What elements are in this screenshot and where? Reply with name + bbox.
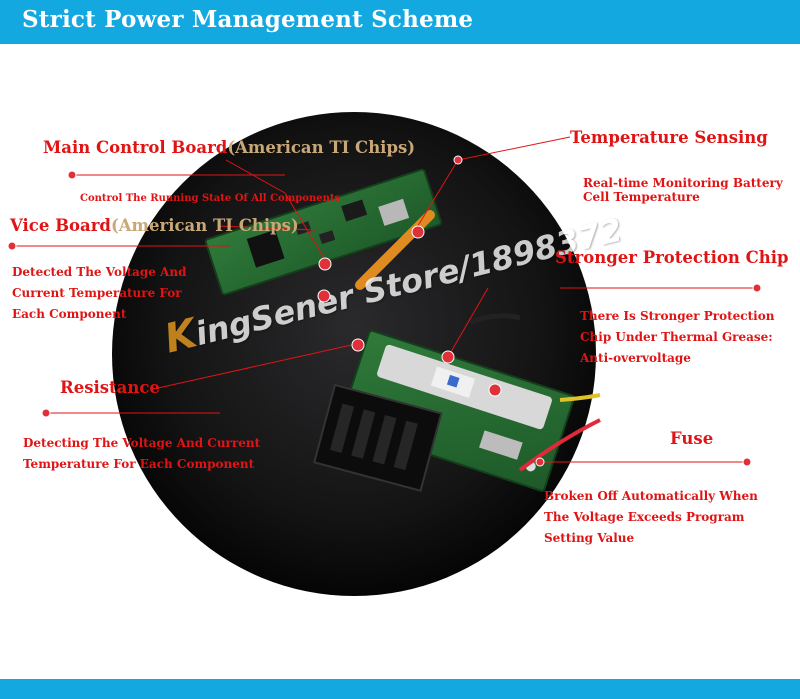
dot-resistance-left [41,408,51,418]
vice-board-title: Vice Board(American TI Chips) [10,216,299,235]
main-chip [246,229,285,268]
dot-main-board [318,257,332,271]
page-title: Strict Power Management Scheme [22,6,474,33]
dot-vice-board [317,289,331,303]
dot-temperature [453,155,463,165]
vice-board-desc: Detected The Voltage And Current Tempera… [12,265,187,321]
dot-protection-a [441,350,455,364]
fuse-title: Fuse [670,429,714,448]
red-wire [518,418,601,472]
protection-desc: There Is Stronger Protection Chip Under … [580,309,775,365]
footer-bar [0,679,800,699]
dot-vice-board-left [7,241,17,251]
vice-board [338,329,575,492]
connector [313,383,443,492]
fuse-desc: Broken Off Automatically When The Voltag… [544,489,758,545]
dot-resistance [351,338,365,352]
temperature-title: Temperature Sensing [570,128,768,147]
dot-protection-right [752,283,762,293]
dot-fuse [535,457,545,467]
dot-protection-b [488,383,502,397]
resistance-title: Resistance [60,378,160,397]
header-bar: Strict Power Management Scheme [0,0,800,44]
main-board-title: Main Control Board(American TI Chips) [43,138,416,157]
dot-main-board-right [411,225,425,239]
resistance-desc: Detecting The Voltage And Current Temper… [23,436,261,471]
dot-fuse-right [742,457,752,467]
protection-title: Stronger Protection Chip [555,248,789,267]
main-board-desc: Control The Running State Of All Compone… [80,193,341,204]
dot-main-board-left [67,170,77,180]
temperature-desc: Real-time Monitoring Battery Cell Temper… [583,176,783,204]
main-control-board [204,168,442,296]
